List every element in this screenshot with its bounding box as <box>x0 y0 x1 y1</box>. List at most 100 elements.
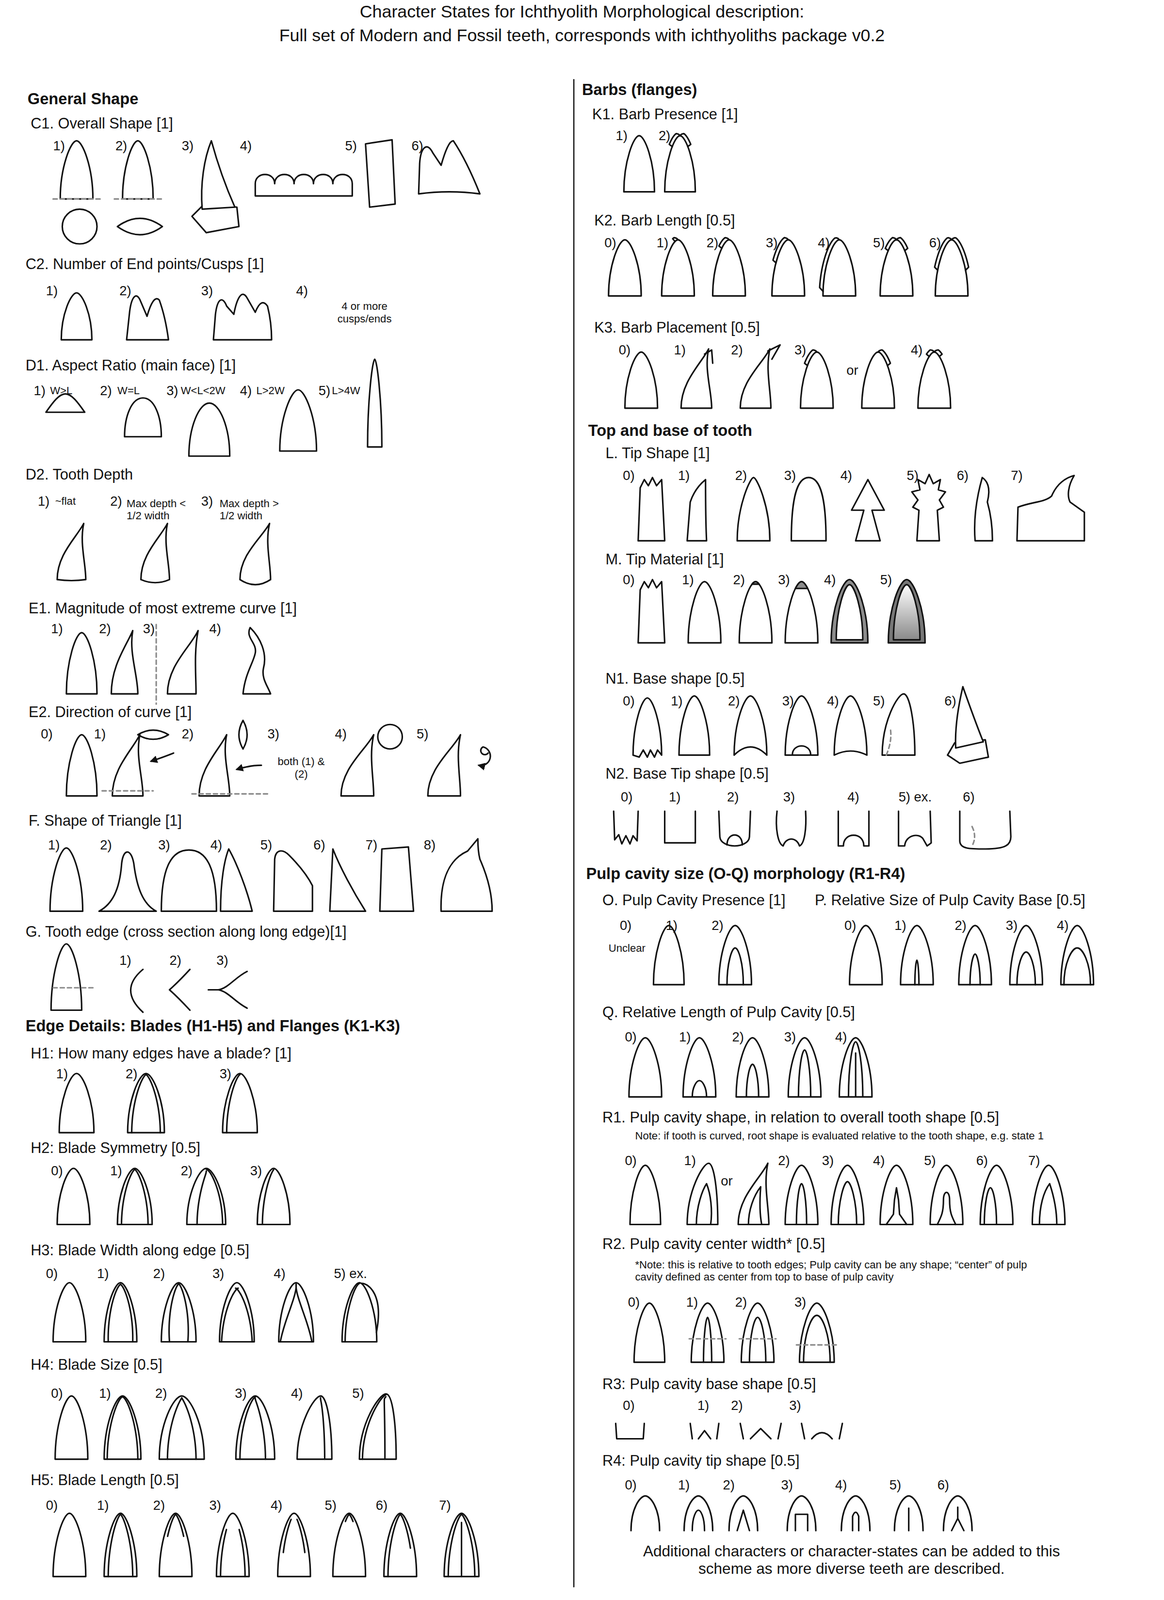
pulp-cavity <box>848 1042 863 1098</box>
state-number: 1) <box>615 128 628 144</box>
direction-arrow <box>236 765 262 770</box>
tooth-outline <box>220 849 253 912</box>
state-number: 5) <box>889 1477 902 1493</box>
blade-line <box>448 1514 462 1577</box>
state-number: 1) <box>119 953 131 969</box>
tooth-outline <box>739 582 772 644</box>
section-heading: Barbs (flanges) <box>582 80 698 99</box>
state-number: 8) <box>423 837 436 853</box>
state-number: 0) <box>50 1163 63 1179</box>
blade-line <box>239 1530 245 1578</box>
cross-section-circle <box>377 724 403 750</box>
state-number: 7) <box>1010 468 1023 484</box>
pulp-cavity <box>746 1064 759 1098</box>
state-number: 0) <box>622 572 635 588</box>
tooth-outline <box>980 1165 1013 1225</box>
tooth-illustrations <box>46 79 1094 1587</box>
tooth-outline <box>341 1282 377 1342</box>
tooth-outline <box>57 523 86 582</box>
state-number: 4) <box>835 1477 847 1493</box>
tooth-outline <box>216 1513 249 1577</box>
tooth-tip <box>894 1496 923 1532</box>
state-number: 2) <box>153 1498 165 1514</box>
blade-line <box>169 1284 179 1343</box>
state-number: 3) <box>782 694 794 710</box>
blade-line <box>262 1169 274 1225</box>
blade-line <box>460 1522 463 1578</box>
tooth-outline <box>682 1037 716 1098</box>
state-number: 0) <box>619 918 632 934</box>
state-number: 5) <box>345 138 357 154</box>
barb-line <box>885 237 897 251</box>
state-number: 1) <box>681 572 694 588</box>
state-number: 3) <box>765 235 778 251</box>
state-number: 4) <box>291 1386 303 1402</box>
note-text: W=L <box>117 385 140 398</box>
character-title: R4: Pulp cavity tip shape [0.5] <box>602 1452 800 1470</box>
pulp-cavity <box>937 1192 956 1225</box>
blade-line <box>400 1514 411 1549</box>
state-number: 3) <box>201 493 213 509</box>
character-title: E1. Magnitude of most extreme curve [1] <box>28 599 297 617</box>
state-number: 3) <box>158 837 170 853</box>
barb-line <box>767 344 780 359</box>
tooth-outline <box>201 140 235 210</box>
note-text: Unclear <box>608 942 646 955</box>
tooth-outline <box>882 694 915 756</box>
tooth-outline <box>219 1282 255 1342</box>
character-title: F. Shape of Triangle [1] <box>28 812 182 830</box>
pulp-cavity <box>886 1188 907 1226</box>
state-number: 5) <box>416 726 429 742</box>
tooth-outline <box>687 479 707 541</box>
tooth-outline <box>279 389 317 452</box>
tooth-outline <box>1060 925 1094 986</box>
base-tip <box>727 835 743 846</box>
tooth-outline <box>104 1513 137 1577</box>
state-number: 2) <box>169 953 181 969</box>
pulp-base <box>740 1423 781 1440</box>
pulp-tip <box>795 1514 808 1532</box>
state-number: 4) <box>910 342 923 358</box>
tooth-outline <box>242 627 271 695</box>
character-title: R1. Pulp cavity shape, in relation to ov… <box>602 1109 1000 1127</box>
tooth-outline <box>52 1282 86 1342</box>
reference-line <box>52 987 94 989</box>
tooth-outline <box>831 1165 864 1225</box>
state-number: 1) <box>97 1498 109 1514</box>
tooth-outline <box>66 734 97 796</box>
base-tip <box>664 811 696 843</box>
barb-line <box>704 350 713 364</box>
tooth-tip <box>630 1496 660 1532</box>
edge-section <box>130 969 143 1013</box>
pulp-cavity <box>970 954 981 986</box>
tooth-outline <box>911 474 946 542</box>
state-number: 4) <box>873 1153 885 1169</box>
state-number: 6) <box>937 1477 950 1493</box>
tooth-outline <box>141 523 170 583</box>
note-text: W<L<2W <box>180 385 226 398</box>
tooth-outline <box>737 477 770 541</box>
edge-section <box>208 971 247 1009</box>
blade-line <box>108 1284 121 1343</box>
state-number: 1) <box>678 468 690 484</box>
tooth-outline <box>367 359 382 448</box>
reference-line <box>886 728 891 756</box>
state-number: 4) <box>840 468 853 484</box>
tooth-outline <box>736 1037 769 1098</box>
state-number: 2) <box>733 572 745 588</box>
state-number: 3) <box>143 621 155 637</box>
state-number: 6) <box>962 789 975 805</box>
state-number: 1) <box>37 493 50 509</box>
tooth-tip <box>728 1496 758 1532</box>
state-number: 2) <box>181 726 194 742</box>
blade-line <box>461 1514 475 1577</box>
tooth-outline <box>918 352 951 409</box>
state-number: 2) <box>706 235 719 251</box>
state-number: 1) <box>679 1029 691 1045</box>
barb-line <box>718 237 729 249</box>
barb-line <box>672 237 679 242</box>
blade-line <box>167 1514 177 1537</box>
state-number: 2) <box>723 1477 735 1493</box>
note-text: ~flat <box>55 495 76 508</box>
note-text: 4 or more cusps/ends <box>323 300 405 325</box>
